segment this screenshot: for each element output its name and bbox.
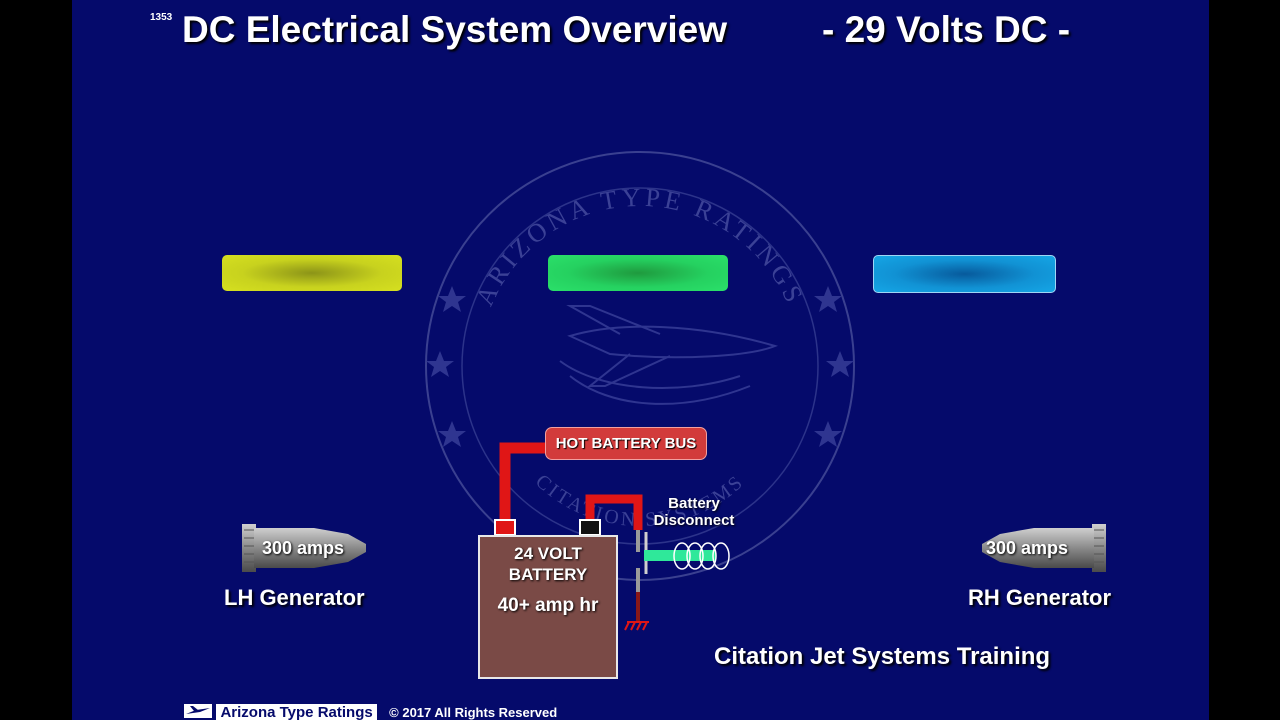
- relay-coil-icon: [673, 542, 730, 570]
- ground-symbol-icon: [624, 621, 649, 631]
- relay-plunger: [644, 550, 716, 561]
- lh-generator-icon: [242, 524, 366, 572]
- battery-disconnect-line2: Disconnect: [653, 512, 735, 529]
- rh-generator-label: RH Generator: [968, 585, 1112, 610]
- battery-line2: BATTERY: [508, 565, 588, 584]
- rh-generator-icon: [982, 524, 1106, 572]
- lh-generator-rating: 300 amps: [262, 538, 345, 558]
- footer-brand: Arizona Type Ratings © 2017 All Rights R…: [184, 704, 557, 720]
- copyright: © 2017 All Rights Reserved: [389, 705, 558, 720]
- watermark-jet-icon: [559, 305, 779, 405]
- slide-number: 1353: [150, 12, 173, 23]
- hot-battery-bus: HOT BATTERY BUS: [545, 427, 707, 460]
- hot-bus-wire: [499, 442, 546, 522]
- battery-negative-terminal: [579, 519, 601, 536]
- battery-disconnect-line1: Battery: [668, 495, 720, 512]
- rh-generator-rating: 300 amps: [986, 538, 1069, 558]
- disconnect-wire: [585, 494, 643, 530]
- slide-canvas: ARIZONA TYPE RATINGS CITATION SYSTEMS 13…: [72, 0, 1209, 720]
- center-bus-bar: [548, 255, 728, 291]
- battery-box: 24 VOLT BATTERY 40+ amp hr: [478, 535, 618, 679]
- brand-name: Arizona Type Ratings: [216, 704, 377, 720]
- right-bus-bar: [873, 255, 1056, 293]
- battery-voltage-label: 24 VOLT BATTERY: [480, 543, 616, 585]
- training-caption: Citation Jet Systems Training: [714, 643, 1051, 670]
- battery-positive-terminal: [494, 519, 516, 536]
- battery-disconnect-label: Battery Disconnect: [644, 495, 744, 529]
- battery-capacity: 40+ amp hr: [497, 595, 599, 616]
- battery-line1: 24 VOLT: [514, 544, 582, 563]
- watermark-star-icons: [426, 286, 854, 447]
- wiring-diagram: [494, 442, 730, 631]
- lh-generator-label: LH Generator: [224, 585, 365, 610]
- left-bus-bar: [222, 255, 402, 291]
- brand-logo-icon: [184, 704, 212, 718]
- voltage-label: - 29 Volts DC -: [822, 9, 1071, 50]
- page-title: DC Electrical System Overview: [182, 9, 728, 50]
